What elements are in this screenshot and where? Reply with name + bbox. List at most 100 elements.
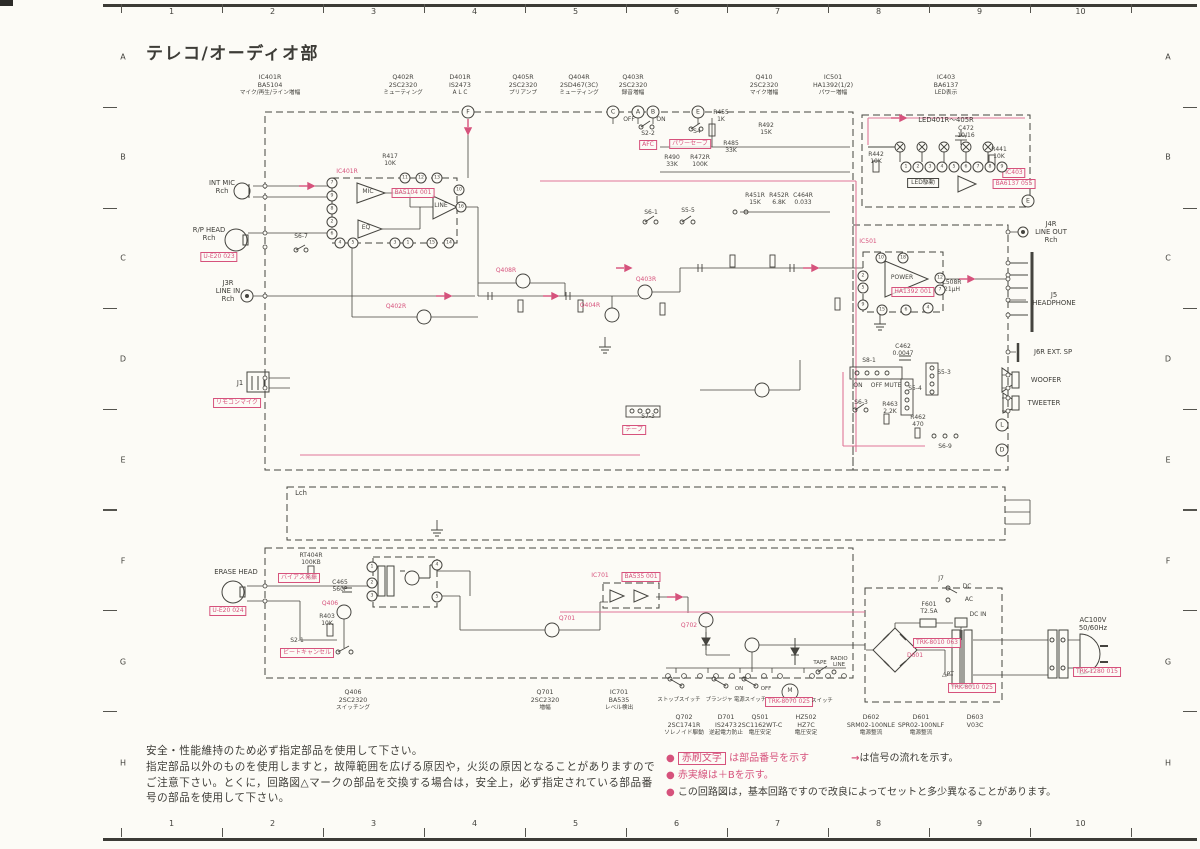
grid-row-label: B — [1165, 152, 1171, 162]
schematic-label: 13 — [431, 172, 443, 184]
schematic-label: 1 — [900, 161, 912, 173]
schematic-label: 15 — [426, 237, 438, 249]
schematic-label: 6 — [960, 161, 972, 173]
grid-col-label: 6 — [673, 819, 680, 828]
grid-side-tick — [1183, 207, 1197, 209]
grid-row-label: E — [120, 455, 126, 465]
legend-variant-desc: この回路図は，基本回路ですので改良によってセットと多少異なることがあります。 — [677, 787, 1057, 798]
schematic-label: スイッチ — [811, 698, 833, 704]
component-role: 電圧安定 — [794, 729, 818, 736]
ruler-tick — [121, 828, 122, 837]
ruler-tick — [323, 4, 324, 13]
page-title: テレコ/オーディオ部 — [146, 44, 320, 65]
schematic-label: 4 — [936, 161, 948, 173]
schematic-label: C464R 0.033 — [793, 192, 813, 206]
grid-side-tick — [103, 509, 117, 511]
grid-row-label: D — [1164, 354, 1172, 364]
component-part: 2SC2320 — [530, 696, 560, 704]
grid-col-label: 7 — [774, 819, 781, 828]
terminal-f: F — [461, 105, 475, 119]
component-part: 2SD467(3C) — [559, 81, 599, 89]
ruler-tick — [727, 4, 728, 13]
component-part: BA6137 — [933, 81, 959, 89]
schematic-label: パワーセーブ — [669, 139, 711, 149]
schematic-label: J7 — [938, 575, 944, 582]
schematic-label: LED401R〜405R — [918, 116, 974, 124]
io-symbols — [221, 182, 1034, 628]
component-id: D603 — [966, 714, 984, 721]
ruler-tick — [525, 4, 526, 13]
schematic-label: OFF MUTE — [870, 382, 902, 389]
component-id: D602 — [862, 714, 880, 721]
component-id: Q406 — [344, 689, 362, 696]
component-id: IC501 — [823, 74, 843, 81]
schematic-label: 1 — [402, 237, 414, 249]
led-symbols — [868, 130, 996, 173]
schematic-label: DC IN — [969, 611, 987, 618]
grid-col-label: 4 — [471, 819, 478, 828]
schematic-label: S7-3 — [641, 413, 655, 420]
schematic-label: HA1392 001 — [891, 287, 935, 297]
component-id: IC403 — [936, 74, 956, 81]
component-part: IS2473 — [449, 81, 471, 89]
schematic-label: 5 — [857, 282, 869, 294]
component-role: LED表示 — [934, 89, 958, 96]
grid-side-tick — [1183, 610, 1197, 612]
legend-bullet: ● — [666, 770, 675, 781]
grid-row-label: A — [1165, 52, 1171, 62]
component-part: SPR02-100NLF — [897, 721, 945, 729]
schematic-label: 電源スイッチ — [733, 697, 767, 703]
component-id: Q403R — [622, 74, 644, 81]
switch-symbols — [293, 120, 959, 701]
schematic-legend: ● 赤刷文字 は部品番号を示す→は信号の流れを示す。 ● 赤実線は＋Bを示す。 … — [666, 750, 1056, 801]
grid-row-label: E — [1165, 455, 1171, 465]
component-id: Q501 — [751, 714, 769, 721]
schematic-label: 2 — [912, 161, 924, 173]
ruler-tick — [1030, 828, 1031, 837]
label-line-in: J3R LINE IN Rch — [215, 279, 241, 303]
component-id: IC401R — [258, 74, 282, 81]
ruler-tick — [828, 828, 829, 837]
grid-side-tick — [103, 408, 117, 410]
transistor-symbols — [336, 273, 770, 653]
grid-col-label: 5 — [572, 819, 579, 828]
safety-note-line: 号の部品を使用して下さい。 — [146, 792, 290, 805]
terminal-c: C — [606, 105, 620, 119]
ruler-tick — [323, 828, 324, 837]
component-role: 電源整流 — [859, 729, 883, 736]
grid-side-tick — [1183, 408, 1197, 410]
schematic-label: 14 — [443, 237, 455, 249]
component-role: プリアンプ — [508, 89, 538, 96]
schematic-label: AC100V 50/60Hz — [1078, 616, 1108, 632]
ruler-tick — [626, 4, 627, 13]
schematic-label: テープ — [622, 425, 646, 435]
grid-col-label: 3 — [370, 819, 377, 828]
grid-col-label: 5 — [572, 7, 579, 16]
power-supply-symbols — [701, 618, 1108, 687]
grid-col-label: 9 — [976, 7, 983, 16]
component-id: D401R — [449, 74, 471, 81]
schematic-label: S5-3 — [937, 369, 951, 376]
schematic-label: S6-7 — [294, 233, 308, 240]
grid-row-label: F — [1165, 556, 1171, 566]
component-part: IS2473 — [715, 721, 737, 729]
schematic-label: POWER — [890, 274, 914, 281]
component-role: 電圧安定 — [748, 729, 772, 736]
schematic-label: S8-1 — [862, 357, 876, 364]
ruler-top-line — [103, 4, 1197, 7]
component-id: Q404R — [568, 74, 590, 81]
schematic-label: △PT — [942, 671, 954, 678]
component-role: スイッチング — [335, 704, 371, 711]
schematic-label: プランジャ — [705, 697, 733, 703]
component-id: Q410 — [755, 74, 773, 81]
schematic-label: L508R 21μH — [942, 279, 962, 293]
schematic-label: ON — [734, 686, 744, 692]
component-part: BA535 — [608, 696, 630, 704]
schematic-label: RT404R 100KB — [299, 552, 323, 566]
